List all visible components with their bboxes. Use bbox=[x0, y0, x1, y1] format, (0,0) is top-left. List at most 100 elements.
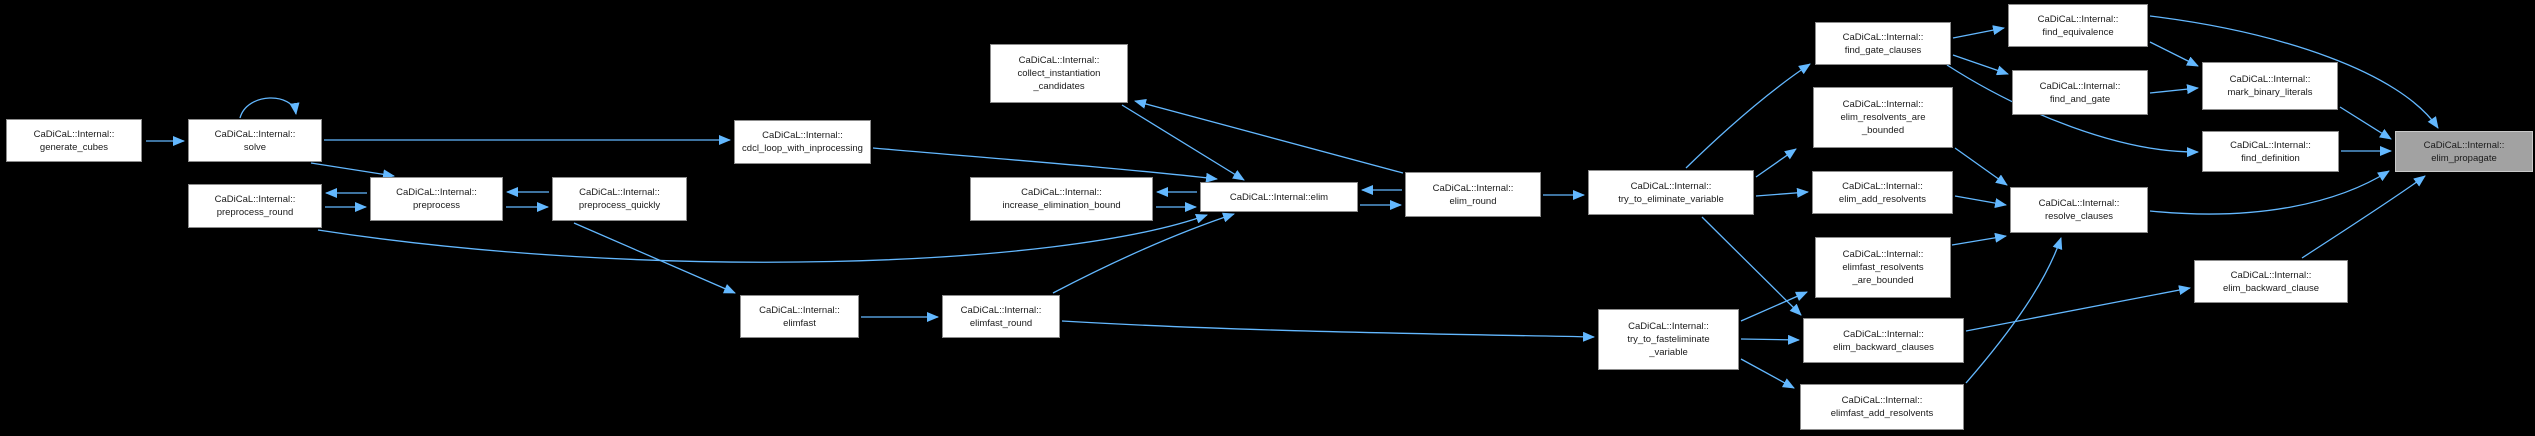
graph-node-elim_resolvents_are_bounded[interactable]: CaDiCaL::Internal::elim_resolvents_are_b… bbox=[1813, 87, 1953, 148]
graph-node-elim_add_resolvents[interactable]: CaDiCaL::Internal::elim_add_resolvents bbox=[1812, 171, 1953, 214]
graph-node-label-line: CaDiCaL::Internal:: bbox=[1432, 182, 1514, 194]
edge-find_gate_clauses-to-find_equivalence bbox=[1952, 25, 2005, 39]
edge-collect_instantiation_candidates-to-elim bbox=[1121, 104, 1245, 181]
graph-node-label-line: elim_propagate bbox=[2431, 152, 2497, 164]
graph-node-label-line: elimfast_resolvents bbox=[1842, 262, 1924, 273]
graph-node-label-line: CaDiCaL::Internal:: bbox=[2039, 80, 2121, 92]
edge-find_gate_clauses-to-find_and_gate bbox=[1952, 54, 2009, 76]
graph-node-elimfast[interactable]: CaDiCaL::Internal::elimfast bbox=[740, 295, 859, 338]
graph-node-preprocess[interactable]: CaDiCaL::Internal::preprocess bbox=[370, 177, 503, 221]
edge-elim_backward_clauses-to-elim_backward_clause bbox=[1965, 285, 2191, 332]
graph-node-find_definition[interactable]: CaDiCaL::Internal::find_definition bbox=[2202, 131, 2339, 172]
edge-elimfast_round-to-elim bbox=[1052, 212, 1235, 294]
graph-node-label-line: elimfast_add_resolvents bbox=[1830, 408, 1934, 419]
edge-try_to_eliminate_variable-to-elim_add_resolvents bbox=[1755, 187, 1809, 198]
edge-try_to_fasteliminate_variable-to-elimfast_add_resolvents bbox=[1740, 358, 1795, 389]
graph-node-label-line: _are_bounded bbox=[1852, 275, 1914, 286]
graph-node-find_and_gate[interactable]: CaDiCaL::Internal::find_and_gate bbox=[2012, 70, 2148, 115]
edge-try_to_fasteliminate_variable-to-elimfast_resolvents_are_bounded bbox=[1740, 291, 1808, 322]
graph-node-label-line: CaDiCaL::Internal:: bbox=[2423, 139, 2505, 151]
graph-node-label-line: collect_instantiation bbox=[1017, 68, 1101, 79]
graph-node-preprocess_quickly[interactable]: CaDiCaL::Internal::preprocess_quickly bbox=[552, 177, 687, 221]
graph-node-label-line: _bounded bbox=[1861, 125, 1905, 136]
edge-elim_backward_clause-to-elim_propagate bbox=[2301, 175, 2426, 259]
graph-node-label-line: try_to_fasteliminate bbox=[1627, 334, 1710, 345]
graph-node-label-line: CaDiCaL::Internal:: bbox=[1842, 31, 1924, 43]
edge-elim_round-to-collect_instantiation_candidates bbox=[1134, 99, 1404, 174]
edge-try_to_eliminate_variable-to-elim_resolvents_are_bounded bbox=[1755, 148, 1797, 178]
graph-node-label-line: CaDiCaL::Internal:: bbox=[759, 304, 840, 316]
graph-node-label-line: preprocess_round bbox=[216, 207, 294, 218]
edge-elim_add_resolvents-to-resolve_clauses bbox=[1954, 195, 2007, 209]
graph-node-label-line: CaDiCaL::Internal:: bbox=[214, 194, 296, 205]
edge-elimfast_resolvents_are_bounded-to-resolve_clauses bbox=[1951, 232, 2007, 246]
graph-node-solve[interactable]: CaDiCaL::Internal::solve bbox=[188, 119, 322, 162]
graph-node-label-line: find_and_gate bbox=[2049, 93, 2111, 105]
graph-node-label-line: CaDiCaL::Internal:: bbox=[1841, 395, 1923, 406]
graph-node-label-line: mark_binary_literals bbox=[2227, 87, 2313, 98]
graph-node-label-line: elimfast_round bbox=[969, 317, 1033, 329]
edge-try_to_eliminate_variable-to-elim_backward_clauses bbox=[1701, 216, 1802, 316]
graph-node-label-line: CaDiCaL::Internal:: bbox=[33, 128, 115, 140]
graph-node-mark_binary_literals[interactable]: CaDiCaL::Internal::mark_binary_literals bbox=[2202, 62, 2338, 110]
edge-find_and_gate-to-mark_binary_literals bbox=[2149, 84, 2199, 95]
graph-node-elimfast_round[interactable]: CaDiCaL::Internal::elimfast_round bbox=[942, 295, 1060, 338]
graph-node-label-line: CaDiCaL::Internal:: bbox=[1842, 180, 1923, 192]
graph-node-label-line: CaDiCaL::Internal:: bbox=[762, 130, 843, 141]
graph-node-label-line: CaDiCaL::Internal::elim bbox=[1229, 191, 1329, 203]
edge-solve-to-solve bbox=[239, 97, 300, 119]
graph-node-label-line: cdcl_loop_with_inprocessing bbox=[742, 143, 863, 154]
graph-node-label-line: CaDiCaL::Internal:: bbox=[2038, 198, 2120, 209]
edge-solve-to-preprocess bbox=[310, 162, 395, 180]
graph-node-label-line: elim_add_resolvents bbox=[1838, 193, 1927, 205]
graph-node-label-line: elim_resolvents_are bbox=[1840, 112, 1926, 123]
graph-node-label-line: CaDiCaL::Internal:: bbox=[1630, 180, 1712, 192]
graph-node-label-line: _variable bbox=[1649, 347, 1688, 358]
graph-node-increase_elimination_bound[interactable]: CaDiCaL::Internal::increase_elimination_… bbox=[970, 177, 1153, 221]
graph-node-label-line: CaDiCaL::Internal:: bbox=[1843, 328, 1924, 340]
edge-preprocess_quickly-to-elimfast bbox=[573, 222, 736, 294]
edge-find_equivalence-to-elim_propagate bbox=[2149, 15, 2439, 129]
graph-node-label-line: CaDiCaL::Internal:: bbox=[960, 304, 1042, 316]
graph-node-label-line: CaDiCaL::Internal:: bbox=[1021, 187, 1102, 198]
graph-node-label-line: CaDiCaL::Internal:: bbox=[2230, 139, 2311, 151]
graph-node-collect_instantiation_candidates[interactable]: CaDiCaL::Internal::collect_instantiation… bbox=[990, 44, 1128, 103]
graph-node-label-line: CaDiCaL::Internal:: bbox=[214, 128, 296, 140]
graph-node-elim[interactable]: CaDiCaL::Internal::elim bbox=[1200, 182, 1358, 212]
graph-node-label-line: generate_cubes bbox=[39, 141, 109, 153]
graph-node-label-line: CaDiCaL::Internal:: bbox=[2037, 13, 2119, 25]
graph-node-elimfast_resolvents_are_bounded[interactable]: CaDiCaL::Internal::elimfast_resolvents_a… bbox=[1815, 237, 1951, 298]
edge-preprocess_round-to-elim bbox=[317, 214, 1208, 263]
graph-node-elim_backward_clause[interactable]: CaDiCaL::Internal::elim_backward_clause bbox=[2194, 260, 2348, 303]
graph-node-label-line: CaDiCaL::Internal:: bbox=[2230, 269, 2312, 281]
graph-node-preprocess_round[interactable]: CaDiCaL::Internal::preprocess_round bbox=[188, 184, 322, 228]
graph-node-elimfast_add_resolvents[interactable]: CaDiCaL::Internal::elimfast_add_resolven… bbox=[1800, 384, 1964, 430]
graph-node-find_gate_clauses[interactable]: CaDiCaL::Internal::find_gate_clauses bbox=[1815, 22, 1951, 65]
edge-cdcl_loop_with_inprocessing-to-elim bbox=[872, 147, 1218, 183]
edge-mark_binary_literals-to-elim_propagate bbox=[2339, 106, 2392, 140]
graph-node-resolve_clauses[interactable]: CaDiCaL::Internal::resolve_clauses bbox=[2010, 187, 2148, 233]
edge-try_to_fasteliminate_variable-to-elim_backward_clauses bbox=[1740, 334, 1800, 345]
graph-node-label-line: CaDiCaL::Internal:: bbox=[2229, 74, 2311, 85]
edge-try_to_eliminate_variable-to-find_gate_clauses bbox=[1685, 63, 1811, 169]
graph-node-label-line: preprocess_quickly bbox=[578, 200, 661, 211]
graph-node-try_to_fasteliminate_variable[interactable]: CaDiCaL::Internal::try_to_fasteliminate_… bbox=[1598, 309, 1739, 370]
graph-node-elim_backward_clauses[interactable]: CaDiCaL::Internal::elim_backward_clauses bbox=[1803, 318, 1964, 363]
graph-node-try_to_eliminate_variable[interactable]: CaDiCaL::Internal::try_to_eliminate_vari… bbox=[1588, 170, 1754, 215]
graph-node-label-line: CaDiCaL::Internal:: bbox=[1018, 55, 1100, 66]
graph-node-find_equivalence[interactable]: CaDiCaL::Internal::find_equivalence bbox=[2008, 4, 2148, 47]
graph-node-label-line: elim_backward_clause bbox=[2222, 282, 2320, 294]
graph-node-elim_round[interactable]: CaDiCaL::Internal::elim_round bbox=[1405, 172, 1541, 217]
graph-node-cdcl_loop_with_inprocessing[interactable]: CaDiCaL::Internal::cdcl_loop_with_inproc… bbox=[734, 120, 871, 164]
graph-node-elim_propagate[interactable]: CaDiCaL::Internal::elim_propagate bbox=[2395, 131, 2533, 172]
graph-node-label-line: try_to_eliminate_variable bbox=[1618, 193, 1724, 205]
graph-node-label-line: find_equivalence bbox=[2042, 26, 2114, 38]
edge-elimfast_add_resolvents-to-resolve_clauses bbox=[1965, 237, 2063, 384]
graph-node-label-line: CaDiCaL::Internal:: bbox=[396, 187, 477, 198]
graph-node-label-line: elimfast bbox=[783, 317, 816, 329]
edge-elimfast_round-to-try_to_fasteliminate_variable bbox=[1061, 320, 1595, 342]
graph-node-label-line: CaDiCaL::Internal:: bbox=[579, 187, 660, 198]
graph-node-generate_cubes[interactable]: CaDiCaL::Internal::generate_cubes bbox=[6, 119, 142, 162]
graph-node-label-line: increase_elimination_bound bbox=[1002, 200, 1121, 211]
